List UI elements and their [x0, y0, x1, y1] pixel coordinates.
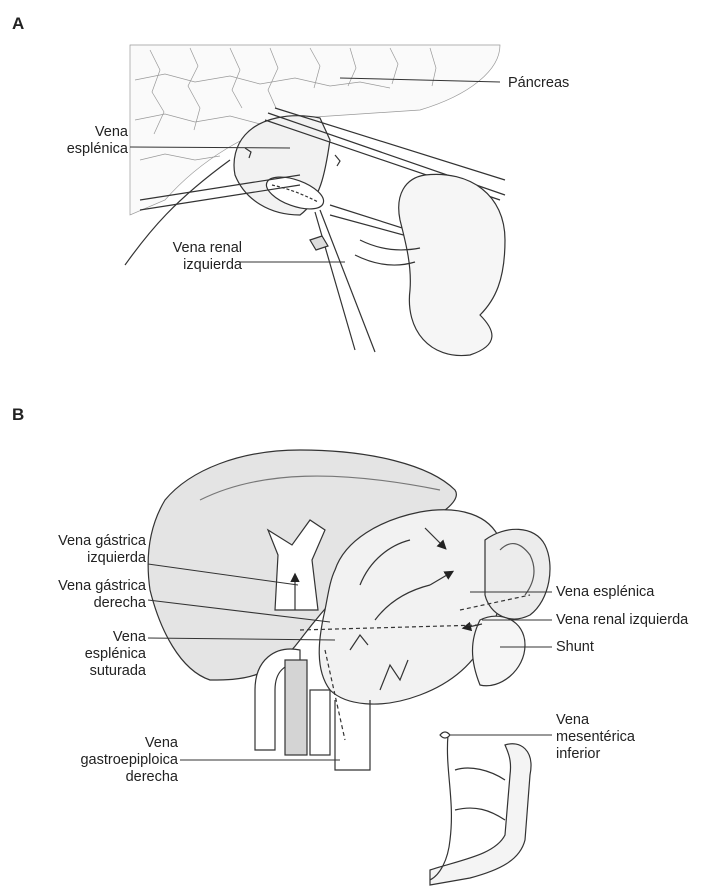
label-splenic-vein-b: Vena esplénica — [556, 584, 654, 601]
panel-b-letter: B — [12, 405, 24, 425]
label-sutured-line2: esplénica — [8, 646, 146, 663]
label-gastroepiploic-line1: Vena — [8, 735, 178, 752]
label-gastroepiploic-line3: derecha — [8, 769, 178, 786]
bowel-shape — [473, 616, 526, 686]
label-sutured-line1: Vena — [8, 629, 146, 646]
panel-b-illustration — [148, 450, 552, 885]
label-right-gastric-line1: Vena gástrica — [8, 578, 146, 595]
label-inf-mesenteric-line1: Vena — [556, 712, 589, 729]
label-splenic-vein-a-line1: Vena — [40, 124, 128, 141]
label-inf-mesenteric-line3: inferior — [556, 746, 600, 763]
label-right-gastric-line2: derecha — [8, 595, 146, 612]
label-splenic-vein-a-line2: esplénica — [40, 141, 128, 158]
vena-cava-shape — [285, 660, 307, 755]
label-pancreas: Páncreas — [508, 75, 569, 92]
colon-shape — [430, 744, 531, 885]
label-gastroepiploic-line2: gastroepiploica — [8, 752, 178, 769]
panel-a-letter: A — [12, 14, 24, 34]
label-inf-mesenteric-line2: mesentérica — [556, 729, 635, 746]
label-left-gastric-line1: Vena gástrica — [8, 533, 146, 550]
label-sutured-line3: suturada — [8, 663, 146, 680]
label-left-renal-a-line1: Vena renal — [150, 240, 242, 257]
panel-a-illustration — [125, 45, 505, 356]
label-shunt: Shunt — [556, 639, 594, 656]
label-left-gastric-line2: izquierda — [8, 550, 146, 567]
spleen-shape — [485, 529, 550, 619]
kidney-shape — [399, 174, 505, 355]
label-left-renal-b: Vena renal izquierda — [556, 612, 688, 629]
label-left-renal-a-line2: izquierda — [150, 257, 242, 274]
